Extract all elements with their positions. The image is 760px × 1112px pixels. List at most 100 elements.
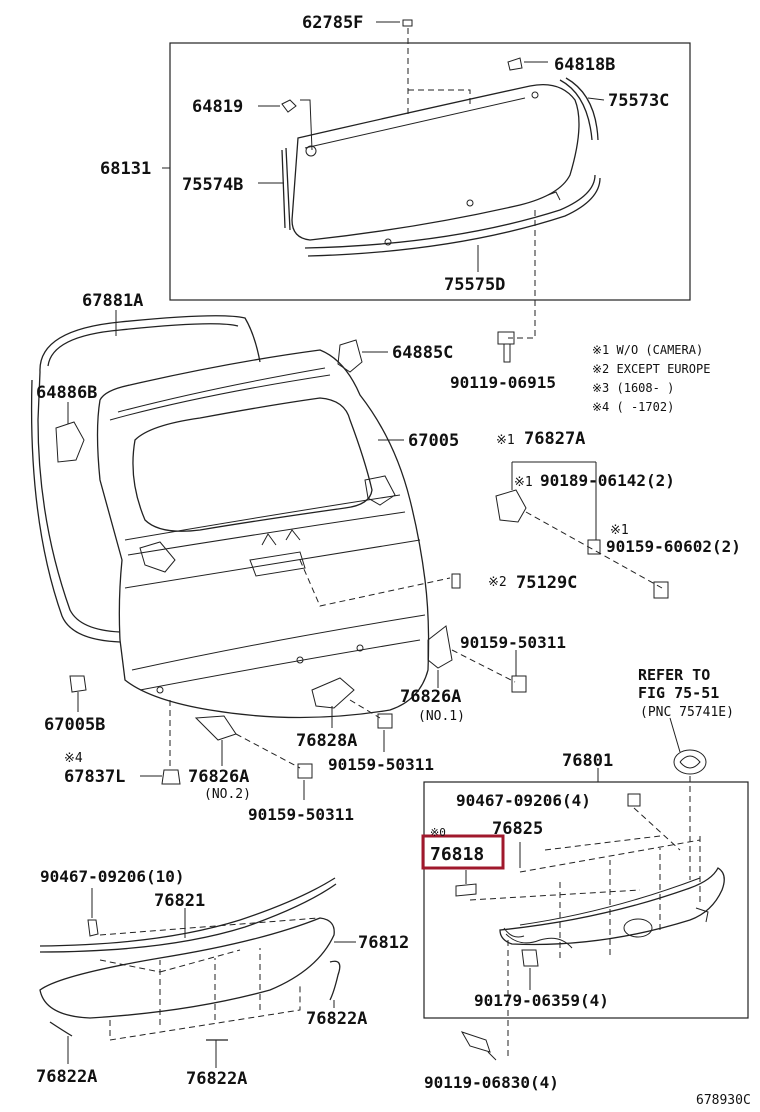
label-no2: (NO.2) <box>204 787 251 802</box>
glass-pin-icon <box>384 238 392 246</box>
label-90119-06915: 90119-06915 <box>450 373 556 392</box>
mark-75129C: ※2 <box>488 575 507 590</box>
door-window-opening <box>132 397 373 532</box>
glass-pin-icon <box>466 199 474 207</box>
label-75573C: 75573C <box>608 91 669 111</box>
leader-line <box>487 1051 497 1061</box>
door-lower-rail <box>131 614 426 691</box>
garnish-76821 <box>39 877 337 953</box>
gusset-right-icon <box>337 339 363 373</box>
plug-75129C-icon <box>451 573 461 589</box>
molding-lower <box>304 174 601 257</box>
label-64886B: 64886B <box>36 383 97 403</box>
label-no1: (NO.1) <box>418 709 465 724</box>
mark-90159-60602: ※1 <box>610 523 629 538</box>
leader-dash <box>349 699 381 719</box>
door-belt-line <box>124 539 421 589</box>
mark-76818: ※0 <box>430 826 446 839</box>
garnish-clip-dash <box>99 917 319 973</box>
clip-90467-icon <box>87 919 99 937</box>
diagram-code: 678930C <box>696 1093 751 1108</box>
label-67881A: 67881A <box>82 291 143 311</box>
label-90179-06359: 90179-06359(4) <box>474 991 609 1010</box>
label-90159-50311-b: 90159-50311 <box>328 755 434 774</box>
label-75574B: 75574B <box>182 175 243 195</box>
door-stay-bracket-2-icon <box>194 715 237 741</box>
door-hole-icon <box>139 541 176 573</box>
label-76801: 76801 <box>562 751 613 771</box>
label-76822A-middle: 76822A <box>186 1069 247 1089</box>
mark-76827A: ※1 <box>496 433 515 448</box>
door-hole-icon <box>296 656 304 664</box>
leader-line <box>300 99 313 151</box>
bolt-icon <box>497 331 515 363</box>
label-90119-06830: 90119-06830(4) <box>424 1073 559 1092</box>
camera-bracket-icon <box>495 489 527 523</box>
label-64819: 64819 <box>192 97 243 117</box>
label-76812: 76812 <box>358 933 409 953</box>
gusset-left-icon <box>55 421 85 463</box>
label-68131: 68131 <box>100 159 151 179</box>
door-hole-icon <box>156 686 164 694</box>
highlight-box-76818 <box>421 834 505 870</box>
label-76827A: 76827A <box>524 429 585 449</box>
bracket-76828A-icon <box>311 677 355 709</box>
emblem-icon <box>673 749 707 775</box>
leader-dash <box>299 559 451 607</box>
screw-icon <box>297 763 313 779</box>
label-76826A-1: 76826A <box>400 687 461 707</box>
nut-90179-icon <box>521 949 539 967</box>
label-90467-09206-10: 90467-09206(10) <box>40 867 185 886</box>
leader-dash <box>408 89 471 104</box>
refer-line-2: FIG 75-51 <box>638 684 719 702</box>
screw-icon <box>511 675 527 693</box>
molding-side-left <box>281 147 291 231</box>
label-75575D: 75575D <box>444 275 505 295</box>
note-2: ※2 EXCEPT EUROPE <box>592 362 710 376</box>
glass-group-box <box>169 42 691 301</box>
garnish-assy-box <box>423 781 749 1019</box>
label-90159-50311-c: 90159-50311 <box>248 805 354 824</box>
label-90159-50311-a: 90159-50311 <box>460 633 566 652</box>
label-90467-09206-4: 90467-09206(4) <box>456 791 591 810</box>
cushion-67005B-icon <box>69 675 87 693</box>
door-bracket-icon <box>261 529 301 546</box>
door-upper-rail <box>109 367 331 421</box>
label-64885C: 64885C <box>392 343 453 363</box>
molding-side-right <box>559 77 599 141</box>
garnish-clip-dash <box>109 948 301 1041</box>
screw-icon <box>653 581 669 599</box>
door-mid-rail <box>124 494 406 556</box>
emblem-inner-icon <box>679 755 701 769</box>
leader-dash <box>508 210 536 339</box>
mark-67837L: ※4 <box>64 751 83 766</box>
garnish-inner-edge <box>519 877 701 926</box>
garnish-76812 <box>39 917 335 1019</box>
cushion-67837L-icon <box>161 769 181 785</box>
label-76825: 76825 <box>492 819 543 839</box>
label-90159-60602: 90159-60602(2) <box>606 537 741 556</box>
note-3: ※3 (1608- ) <box>592 381 674 395</box>
leader-line <box>511 461 597 540</box>
nut-icon <box>587 539 601 555</box>
back-glass <box>291 83 580 241</box>
leader-line <box>587 97 605 101</box>
clip-90467-4-icon <box>627 793 641 807</box>
label-76828A: 76828A <box>296 731 357 751</box>
label-67005: 67005 <box>408 431 459 451</box>
mark-90189: ※1 <box>514 475 533 490</box>
door-handle-recess <box>249 551 306 577</box>
leader-dash <box>525 511 663 589</box>
glass-inner-edge <box>304 97 526 149</box>
clip-64818B-icon <box>507 57 523 71</box>
door-stay-bracket-1-icon <box>427 625 453 669</box>
label-90189-06142: 90189-06142(2) <box>540 471 675 490</box>
leader-line <box>669 717 681 753</box>
end-cap-76822A-icon <box>329 960 341 1001</box>
clip-64819-icon <box>281 99 297 113</box>
refer-line-3: (PNC 75741E) <box>640 705 734 720</box>
note-1: ※1 W/O (CAMERA) <box>592 343 703 357</box>
glass-stopper-icon <box>305 145 317 157</box>
clip-76818-icon <box>455 883 477 897</box>
